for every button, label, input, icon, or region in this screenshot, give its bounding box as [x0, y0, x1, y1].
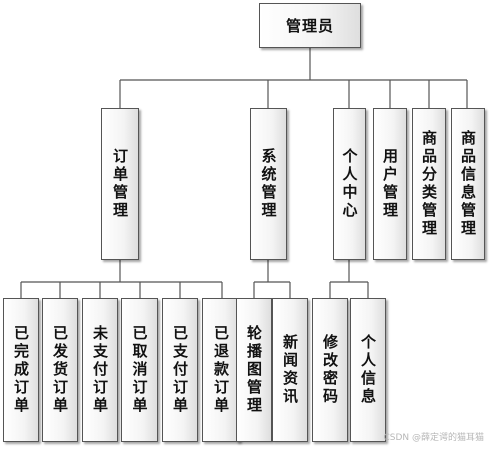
node-personal-info: 个人信息	[350, 298, 386, 442]
node-order-unpaid: 未支付订单	[82, 298, 118, 442]
node-label: 已取消订单	[130, 325, 149, 415]
node-goods-info-management: 商品信息管理	[451, 108, 485, 260]
node-label: 修改密码	[321, 334, 339, 406]
node-change-password: 修改密码	[312, 298, 348, 442]
node-label: 已发货订单	[51, 325, 69, 415]
node-order-management: 订单管理	[101, 108, 139, 260]
node-label: 管理员	[285, 17, 334, 35]
node-label: 轮播图管理	[245, 325, 263, 415]
node-label: 已退款订单	[212, 325, 230, 415]
node-order-completed: 已完成订单	[3, 298, 39, 442]
node-news: 新闻资讯	[272, 298, 308, 442]
node-root-admin: 管理员	[259, 3, 361, 48]
node-carousel-management: 轮播图管理	[236, 298, 272, 442]
node-label: 商品信息管理	[459, 130, 477, 238]
node-label: 用户管理	[381, 148, 399, 220]
node-label: 未支付订单	[91, 325, 109, 415]
node-personal-center: 个人中心	[333, 108, 366, 260]
node-order-cancelled: 已取消订单	[121, 298, 158, 442]
watermark: CSDN @薛定谔的猫耳猫	[383, 433, 484, 443]
node-label: 已支付订单	[171, 325, 189, 415]
node-label: 个人中心	[340, 148, 359, 220]
node-category-management: 商品分类管理	[412, 108, 446, 260]
node-order-refunded: 已退款订单	[202, 298, 240, 442]
node-label: 新闻资讯	[281, 334, 299, 406]
node-label: 个人信息	[359, 334, 377, 406]
node-order-paid: 已支付订单	[162, 298, 198, 442]
node-order-shipped: 已发货订单	[42, 298, 78, 442]
node-label: 已完成订单	[12, 325, 30, 415]
node-label: 订单管理	[111, 148, 129, 220]
node-system-management: 系统管理	[250, 108, 287, 260]
node-label: 商品分类管理	[420, 130, 438, 238]
node-user-management: 用户管理	[373, 108, 407, 260]
node-label: 系统管理	[259, 148, 278, 220]
